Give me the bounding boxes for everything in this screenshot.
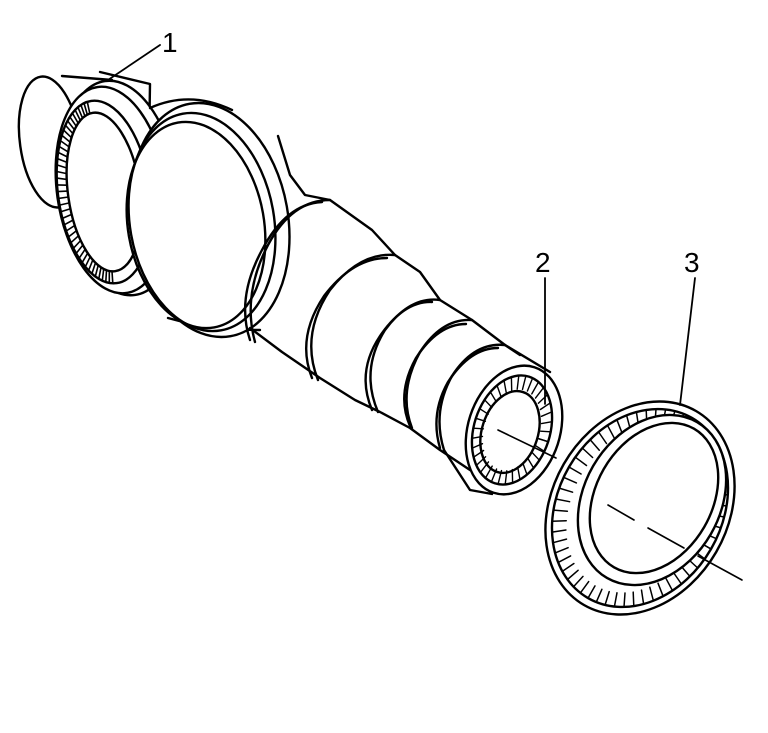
center-axis-line bbox=[497, 429, 743, 581]
ring-gear bbox=[544, 400, 736, 616]
shaft-body bbox=[244, 134, 522, 472]
shaft-flange bbox=[125, 98, 291, 339]
leader-line-1 bbox=[107, 44, 161, 81]
needle-bearing bbox=[442, 343, 564, 496]
callout-3: 3 bbox=[684, 247, 700, 278]
leader-lines bbox=[107, 44, 696, 406]
callout-1: 1 bbox=[162, 27, 178, 58]
leader-line-3 bbox=[679, 277, 696, 406]
callout-2: 2 bbox=[535, 247, 551, 278]
